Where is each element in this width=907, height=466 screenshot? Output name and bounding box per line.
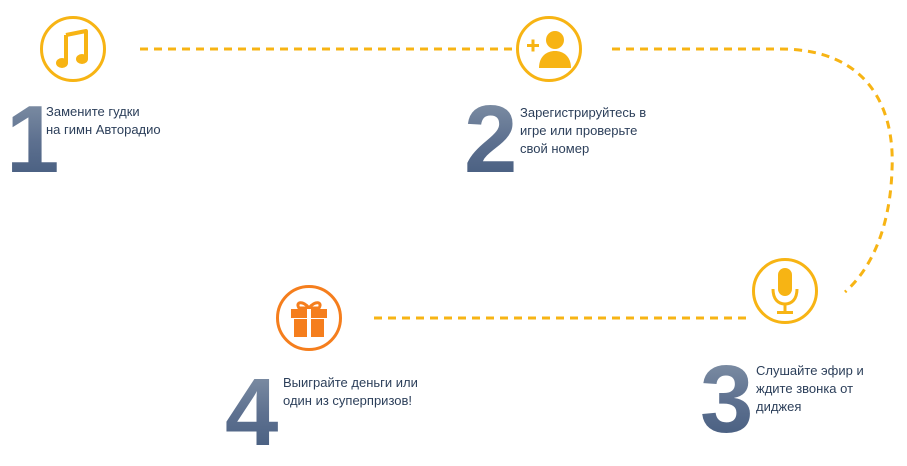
step-3-icon-circle [752,258,818,324]
add-user-icon [527,31,571,68]
step-1-number: 1 [6,86,60,193]
microphone-icon [771,268,799,314]
steps-diagram: 1 Замените гудки на гимн Авторадио 2 Зар… [6,16,894,461]
step-2-text: Зарегистрируйтесь в игре или проверьте с… [520,105,647,156]
step-2-number: 2 [464,86,518,193]
step-4-number: 4 [225,359,279,466]
step-3-number: 3 [700,346,754,453]
step-3-text: Слушайте эфир и ждите звонка от диджея [756,363,864,414]
music-note-icon [56,29,88,68]
step-2-icon-circle [516,16,582,82]
step-4-text: Выиграйте деньги или один из суперпризов… [283,375,418,408]
step-1-icon-circle [40,16,106,82]
step-4-icon-circle [276,285,342,351]
gift-icon [291,301,327,337]
step-1-text: Замените гудки на гимн Авторадио [46,104,161,137]
dashed-connector-path [140,47,894,320]
